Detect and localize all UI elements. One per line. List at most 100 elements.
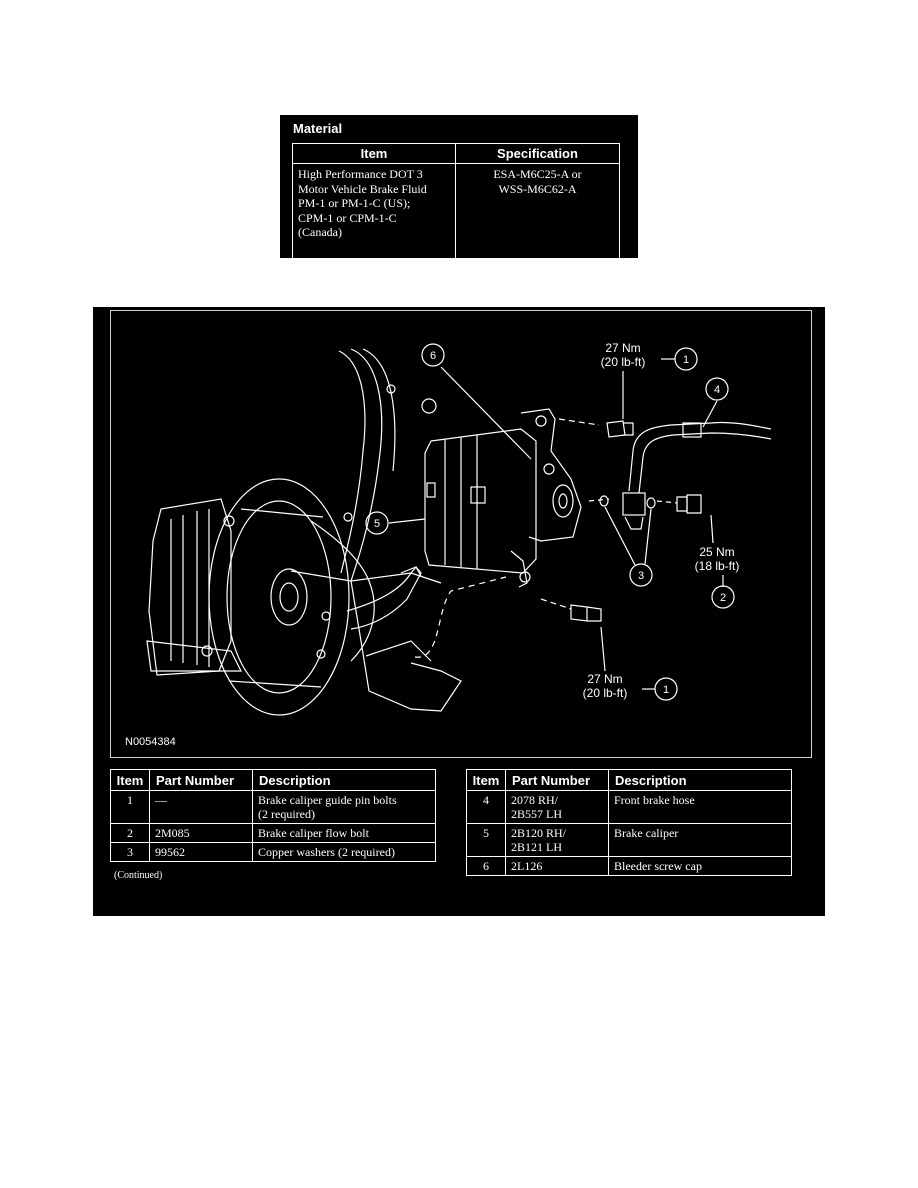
description-header: Description (252, 769, 436, 791)
part-number-cell: 2078 RH/ 2B557 LH (505, 790, 609, 824)
callout-6: 6 (421, 343, 445, 367)
part-number-header: Part Number (505, 769, 609, 791)
description-line: (2 required) (258, 807, 315, 821)
description-cell: Copper washers (2 required) (252, 842, 436, 862)
description-line: Brake caliper guide pin bolts (258, 793, 397, 807)
material-item-line: Motor Vehicle Brake Fluid (298, 181, 427, 196)
figure-id: N0054384 (125, 736, 176, 748)
description-line: Copper washers (2 required) (258, 845, 395, 859)
callout-1-top-number: 1 (683, 354, 689, 366)
callout-2-torque-lbft: (18 lb-ft) (695, 559, 740, 573)
material-title: Material (293, 121, 343, 136)
material-item-line: PM-1 or PM-1-C (US); (298, 196, 411, 210)
guide-bolt-top-drawing (558, 418, 634, 438)
material-row: High Performance DOT 3 Motor Vehicle Bra… (292, 163, 620, 259)
copper-washer-drawing (646, 497, 656, 509)
parts-table-right: Item Part Number Description 4 2078 RH/ … (466, 769, 792, 876)
steering-knuckle-drawing (290, 348, 462, 712)
callout-5-number: 5 (374, 518, 380, 530)
material-spec-line: WSS-M6C62-A (498, 181, 577, 196)
item-cell: 6 (466, 856, 506, 876)
part-number-cell: 2M085 (149, 823, 253, 843)
part-number-line: 99562 (155, 845, 185, 859)
material-item-line: High Performance DOT 3 (298, 167, 423, 181)
table-row: 1 — Brake caliper guide pin bolts (2 req… (110, 790, 436, 824)
item-cell: 2 (110, 823, 150, 843)
callout-2-number: 2 (720, 592, 726, 604)
description-cell: Front brake hose (608, 790, 792, 824)
description-line: Brake caliper (614, 826, 679, 840)
parts-header-row: Item Part Number Description (110, 769, 436, 791)
callout-3: 3 (604, 506, 653, 587)
control-arm-drawing (346, 566, 422, 630)
brake-caliper-illustration: 6 27 Nm (20 lb-ft) 1 4 5 (125, 341, 772, 748)
part-number-line: 2B557 LH (511, 807, 562, 821)
continued-note: (Continued) (114, 870, 163, 881)
parts-header-row: Item Part Number Description (466, 769, 792, 791)
flow-bolt-drawing (588, 494, 702, 514)
item-cell: 4 (466, 790, 506, 824)
mounted-caliper-drawing (146, 498, 242, 676)
part-number-line: 2B120 RH/ (511, 826, 567, 840)
material-header-row: Item Specification (292, 143, 620, 164)
part-number-cell: 99562 (149, 842, 253, 862)
brake-hose-drawing (622, 421, 772, 530)
material-spec-header: Specification (455, 143, 620, 164)
part-number-line: 2B121 LH (511, 840, 562, 854)
material-item-line: (Canada) (298, 225, 342, 239)
table-row: 5 2B120 RH/ 2B121 LH Brake caliper (466, 823, 792, 857)
material-spec-cell: ESA-M6C25-A or WSS-M6C62-A (455, 163, 620, 259)
callout-1-top-torque-nm: 27 Nm (605, 341, 640, 355)
description-header: Description (608, 769, 792, 791)
description-cell: Bleeder screw cap (608, 856, 792, 876)
material-item-line: CPM-1 or CPM-1-C (298, 210, 397, 225)
diagram-panel: 6 27 Nm (20 lb-ft) 1 4 5 (93, 307, 825, 916)
figure-frame: 6 27 Nm (20 lb-ft) 1 4 5 (110, 310, 812, 758)
part-number-cell: — (149, 790, 253, 824)
callout-1-bottom: 27 Nm (20 lb-ft) 1 (583, 626, 678, 701)
install-path-line (414, 576, 507, 658)
callout-3-number: 3 (638, 570, 644, 582)
part-number-line: 2M085 (155, 826, 190, 840)
material-panel: Material Item Specification High Perform… (280, 115, 638, 259)
item-cell: 5 (466, 823, 506, 857)
callout-5: 5 (365, 511, 426, 535)
table-row: 4 2078 RH/ 2B557 LH Front brake hose (466, 790, 792, 824)
guide-bolt-bottom-drawing (540, 598, 602, 622)
callout-2-torque-nm: 25 Nm (699, 545, 734, 559)
caliper-assembly-drawing (424, 408, 582, 588)
description-cell: Brake caliper guide pin bolts (2 require… (252, 790, 436, 824)
callout-4-number: 4 (714, 384, 720, 396)
item-cell: 3 (110, 842, 150, 862)
table-row: 2 2M085 Brake caliper flow bolt (110, 823, 436, 843)
part-number-cell: 2L126 (505, 856, 609, 876)
callout-1-bottom-torque-nm: 27 Nm (587, 672, 622, 686)
item-header: Item (110, 769, 150, 791)
material-table: Item Specification High Performance DOT … (292, 143, 620, 259)
item-header: Item (466, 769, 506, 791)
callout-1-top: 27 Nm (20 lb-ft) 1 (601, 341, 698, 419)
table-row: 3 99562 Copper washers (2 required) (110, 842, 436, 862)
description-line: Front brake hose (614, 793, 695, 807)
table-row: 6 2L126 Bleeder screw cap (466, 856, 792, 876)
part-number-cell: 2B120 RH/ 2B121 LH (505, 823, 609, 857)
description-line: Brake caliper flow bolt (258, 826, 369, 840)
description-cell: Brake caliper (608, 823, 792, 857)
callout-6-number: 6 (430, 350, 436, 362)
material-spec-line: ESA-M6C25-A or (493, 167, 582, 181)
parts-table-left: Item Part Number Description 1 — Brake c… (110, 769, 436, 862)
description-line: Bleeder screw cap (614, 859, 702, 873)
callout-2: 25 Nm (18 lb-ft) 2 (695, 514, 740, 609)
material-item-cell: High Performance DOT 3 Motor Vehicle Bra… (292, 163, 456, 259)
callout-4: 4 (702, 377, 729, 428)
bleeder-cap-drawing (421, 398, 437, 414)
item-cell: 1 (110, 790, 150, 824)
part-number-header: Part Number (149, 769, 253, 791)
brake-rotor-drawing (208, 478, 350, 716)
callout-1-bottom-number: 1 (663, 684, 669, 696)
leader-line (440, 366, 532, 460)
part-number-line: 2078 RH/ (511, 793, 559, 807)
callout-1-bottom-torque-lbft: (20 lb-ft) (583, 686, 628, 700)
copper-washer-drawing (599, 495, 609, 507)
callout-1-top-torque-lbft: (20 lb-ft) (601, 355, 646, 369)
